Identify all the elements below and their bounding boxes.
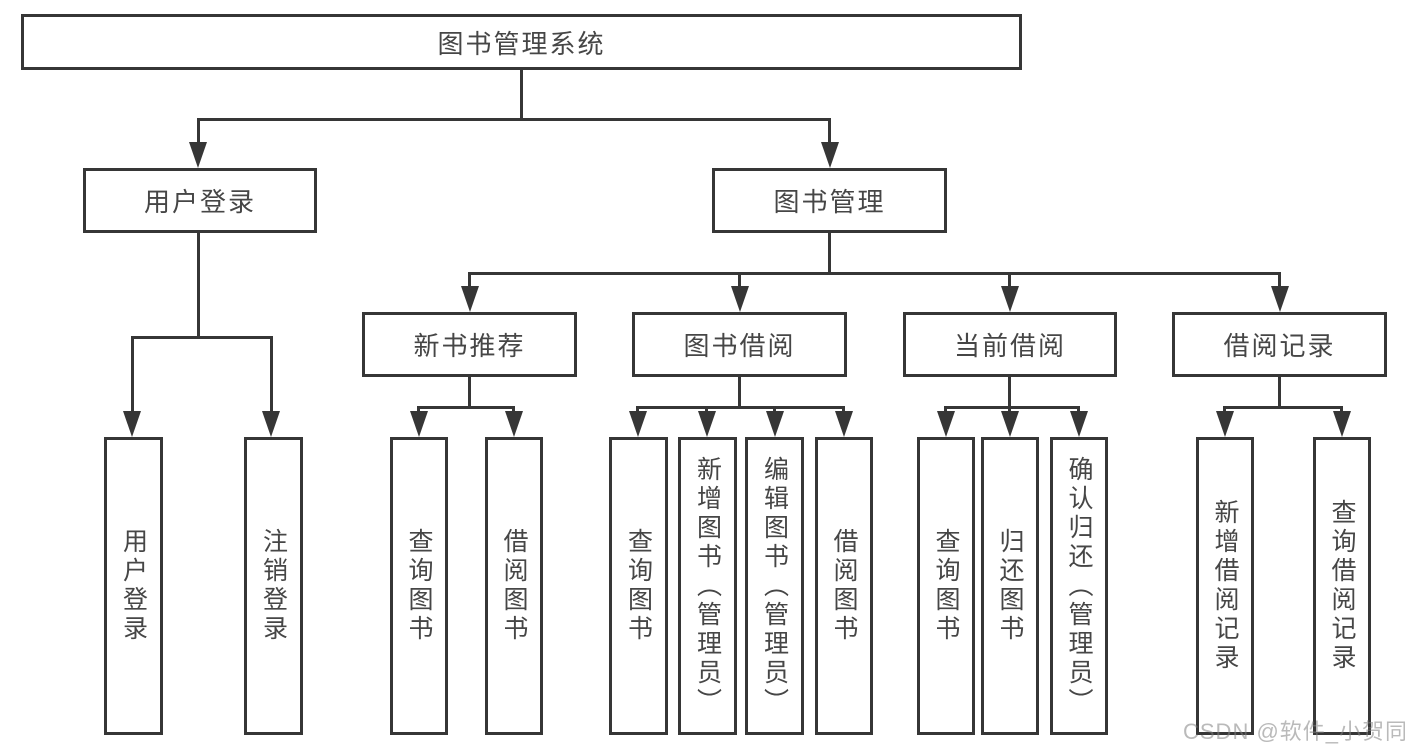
connector-groupC-split [944, 406, 1080, 409]
leaf-return-books: 归还图书 [981, 437, 1039, 735]
node-new-book-recommendation-label: 新书推荐 [413, 331, 526, 361]
connector-groupD-stem [1278, 377, 1281, 409]
arrowhead-current-borrowing [1001, 286, 1019, 312]
node-book-management-label: 图书管理 [773, 187, 886, 217]
leaf-user-login: 用户登录 [104, 437, 163, 735]
leaf-query-books-borrowing-label: 查询图书 [624, 528, 653, 644]
leaf-borrow-books-borrowing-label: 借阅图书 [830, 528, 858, 644]
leaf-query-borrow-record-label: 查询借阅记录 [1328, 499, 1356, 673]
connector-drop-book-borrowing [738, 272, 741, 290]
arrowhead-groupC-leaf-3 [1070, 411, 1088, 437]
connector-groupD-split [1223, 406, 1343, 409]
arrowhead-groupA-leaf-2 [505, 411, 523, 437]
connector-groupB-split [636, 406, 845, 409]
connector-drop-user-login [197, 118, 200, 146]
arrowhead-groupA-leaf-1 [410, 411, 428, 437]
connector-groupD-drop-2 [1340, 406, 1343, 415]
arrowhead-book-borrowing [731, 286, 749, 312]
leaf-borrow-books-recommend-label: 借阅图书 [500, 528, 528, 644]
connector-level2-split [197, 118, 831, 121]
arrowhead-groupC-leaf-1 [937, 411, 955, 437]
connector-groupA-drop-1 [417, 406, 420, 415]
connector-groupB-stem [738, 377, 741, 409]
leaf-query-books-current: 查询图书 [917, 437, 975, 735]
node-root: 图书管理系统 [21, 14, 1022, 70]
leaf-query-books-current-label: 查询图书 [932, 528, 960, 644]
connector-groupB-drop-3 [773, 406, 776, 415]
connector-book-management-stem [828, 233, 831, 275]
leaf-borrow-books-recommend: 借阅图书 [485, 437, 543, 735]
leaf-edit-books-admin: 编辑图书（管理员） [745, 437, 804, 735]
node-user-login-label: 用户登录 [143, 187, 256, 217]
arrowhead-borrowing-records [1271, 286, 1289, 312]
leaf-logout-label: 注销登录 [259, 528, 288, 644]
arrowhead-groupB-leaf-1 [629, 411, 647, 437]
node-book-borrowing-label: 图书借阅 [683, 331, 796, 361]
connector-groupC-stem [1008, 377, 1011, 409]
node-current-borrowing-label: 当前借阅 [953, 331, 1066, 361]
node-user-login: 用户登录 [83, 168, 317, 233]
arrowhead-groupD-leaf-2 [1333, 411, 1351, 437]
connector-drop-new-book [468, 272, 471, 290]
node-root-label: 图书管理系统 [437, 28, 606, 59]
connector-groupD-drop-1 [1223, 406, 1226, 415]
leaf-add-books-admin: 新增图书（管理员） [678, 437, 737, 735]
leaf-query-books-recommend-label: 查询图书 [405, 528, 433, 644]
node-book-management: 图书管理 [712, 168, 947, 233]
leaf-borrow-books-borrowing: 借阅图书 [815, 437, 873, 735]
arrowhead-groupB-leaf-3 [766, 411, 784, 437]
connector-level3-split [468, 272, 1281, 275]
connector-groupA-drop-2 [512, 406, 515, 415]
connector-drop-current-borrowing [1008, 272, 1011, 290]
leaf-add-borrow-record-label: 新增借阅记录 [1211, 499, 1239, 673]
node-current-borrowing: 当前借阅 [903, 312, 1117, 377]
arrowhead-groupC-leaf-2 [1001, 411, 1019, 437]
arrowhead-book-management [821, 142, 839, 168]
connector-groupC-drop-3 [1077, 406, 1080, 415]
leaf-add-borrow-record: 新增借阅记录 [1196, 437, 1254, 735]
connector-user-login-split [131, 336, 273, 339]
connector-drop-leaf-user-login [131, 336, 134, 414]
connector-groupB-drop-4 [842, 406, 845, 415]
leaf-confirm-return-admin-label: 确认归还（管理员） [1065, 455, 1093, 717]
connector-drop-book-management [828, 118, 831, 146]
node-book-borrowing: 图书借阅 [632, 312, 847, 377]
leaf-return-books-label: 归还图书 [996, 528, 1024, 644]
leaf-add-books-admin-label: 新增图书（管理员） [693, 455, 722, 717]
leaf-logout: 注销登录 [244, 437, 303, 735]
connector-groupA-stem [468, 377, 471, 409]
arrowhead-new-book [461, 286, 479, 312]
arrowhead-user-login [189, 142, 207, 168]
watermark: CSDN @软件_小贺同学 [1183, 719, 1405, 744]
arrowhead-leaf-logout [262, 411, 280, 437]
connector-groupC-drop-1 [944, 406, 947, 415]
leaf-query-borrow-record: 查询借阅记录 [1313, 437, 1371, 735]
leaf-confirm-return-admin: 确认归还（管理员） [1050, 437, 1108, 735]
arrowhead-groupB-leaf-4 [835, 411, 853, 437]
node-borrowing-records: 借阅记录 [1172, 312, 1387, 377]
leaf-query-books-recommend: 查询图书 [390, 437, 448, 735]
leaf-user-login-label: 用户登录 [119, 528, 148, 644]
connector-groupA-split [417, 406, 515, 409]
connector-drop-leaf-logout [270, 336, 273, 414]
arrowhead-groupB-leaf-2 [698, 411, 716, 437]
connector-groupB-drop-2 [705, 406, 708, 415]
arrowhead-groupD-leaf-1 [1216, 411, 1234, 437]
connector-groupC-drop-2 [1008, 406, 1011, 415]
arrowhead-leaf-user-login [123, 411, 141, 437]
leaf-edit-books-admin-label: 编辑图书（管理员） [760, 455, 789, 717]
connector-root-stem [520, 70, 523, 120]
node-new-book-recommendation: 新书推荐 [362, 312, 577, 377]
connector-drop-borrowing-records [1278, 272, 1281, 290]
leaf-query-books-borrowing: 查询图书 [609, 437, 668, 735]
connector-user-login-stem [197, 233, 200, 339]
node-borrowing-records-label: 借阅记录 [1223, 331, 1336, 361]
connector-groupB-drop-1 [636, 406, 639, 415]
